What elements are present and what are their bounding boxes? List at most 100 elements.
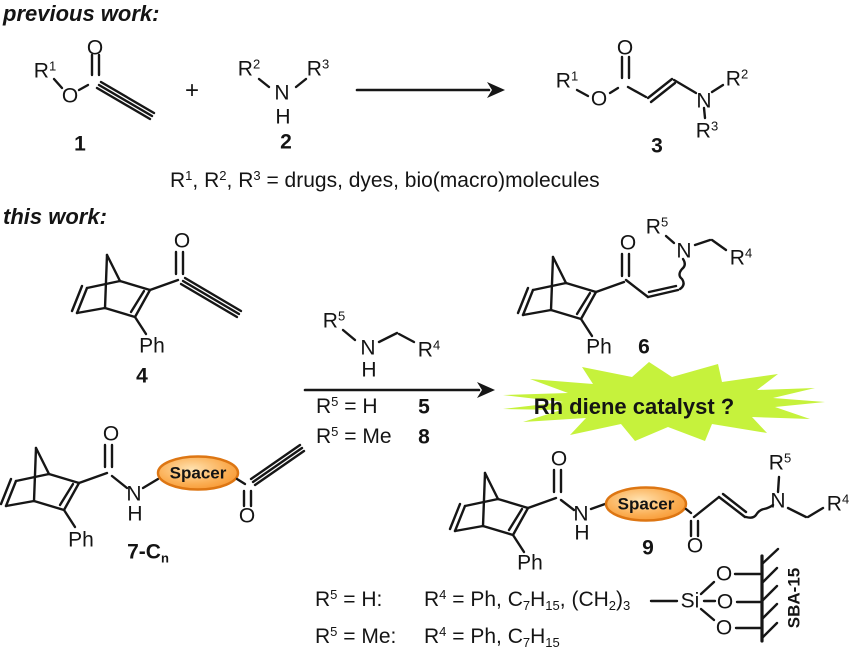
bond (341, 328, 357, 342)
r2-substituent-label: R2 (725, 66, 749, 91)
plus-sign: + (184, 77, 200, 104)
ester-oxygen-label: O (61, 84, 79, 108)
ester-oxygen-label: O (590, 87, 608, 111)
wavy-bond (678, 257, 686, 291)
bond (589, 502, 607, 511)
bond (806, 506, 825, 519)
bond (624, 278, 650, 299)
condition-line-r5-h: R5 = H (316, 393, 378, 418)
surface-hatch (760, 584, 779, 603)
amide-nitrogen-label: N (573, 502, 589, 526)
bond (110, 474, 129, 490)
r5-substituent-label: R5 (645, 214, 669, 239)
double-bond (721, 492, 748, 514)
phenyl-label: Ph (586, 335, 612, 359)
nh-hydrogen-label: H (574, 521, 590, 545)
compound-7-label: 7-Cn (127, 540, 169, 566)
r3-substituent-label: R3 (695, 118, 719, 143)
double-bond (647, 284, 678, 294)
triple-bond (179, 282, 239, 319)
bond (235, 477, 247, 486)
compound-2-structure (257, 77, 308, 89)
bond (559, 498, 576, 512)
enamine-nitrogen-label: N (770, 489, 786, 513)
r1-substituent-label: R1 (555, 68, 579, 93)
ketone-oxygen-label: O (238, 504, 256, 528)
amide-nitrogen-label: N (126, 482, 142, 506)
carbonyl-oxygen-label: O (619, 231, 637, 255)
compound-2-label: 2 (280, 130, 292, 154)
carbonyl-oxygen-label: O (86, 36, 104, 60)
norbornadiene-skeleton (448, 468, 563, 554)
siloxane-oxygen-label: O (716, 590, 734, 614)
norbornadiene-skeleton (516, 252, 631, 338)
previous-work-heading: previous work: (3, 1, 160, 26)
sba-15-support-label: SBA-15 (784, 567, 804, 629)
footnote-r4-values-line1: R4 = Ph, C7H15, (CH2)3 (424, 586, 631, 613)
bond (710, 238, 728, 252)
norbornadiene-skeleton (70, 250, 185, 336)
norbornadiene-skeleton (0, 443, 114, 529)
compound-9-structure (448, 468, 825, 554)
bond (693, 238, 712, 247)
nitrogen-label: N (676, 239, 692, 263)
triple-bond (97, 83, 154, 118)
bond (257, 77, 271, 89)
condition-line-r5-me: R5 = Me (316, 423, 392, 448)
bond (664, 234, 676, 245)
spacer-oval (156, 455, 240, 491)
arrow-head (477, 382, 495, 398)
surface-hatch (760, 547, 780, 566)
triple-bond (181, 279, 241, 316)
nh-hydrogen-label: H (127, 502, 143, 526)
siloxane-oxygen-label: O (715, 562, 733, 586)
phenyl-label: Ph (139, 334, 165, 358)
compound-6-label: 6 (638, 335, 650, 359)
nh-hydrogen-label: H (361, 358, 377, 382)
compound-4-structure (70, 250, 243, 336)
footnote-r5-h: R5 = H: (315, 586, 383, 611)
bond (52, 77, 64, 90)
substituent-scope-note: R1, R2, R3 = drugs, dyes, bio(macro)mole… (170, 167, 600, 192)
triple-bond (251, 446, 304, 484)
bond (575, 88, 590, 98)
triple-bond (253, 449, 306, 487)
footnote-r4-values-line2: R4 = Ph, C7H15 (424, 623, 560, 650)
r4-substituent-label: R4 (826, 491, 850, 516)
nitrogen-label: N (274, 81, 290, 105)
bond (672, 78, 698, 95)
bond (141, 477, 160, 490)
double-bond (646, 288, 680, 299)
bond (710, 83, 725, 94)
amide-oxygen-label: O (550, 447, 568, 471)
compound-3-label: 3 (651, 134, 663, 158)
carbonyl-oxygen-label: O (173, 229, 191, 253)
amide-oxygen-label: O (102, 422, 120, 446)
this-work-heading: this work: (3, 204, 107, 229)
bond (692, 495, 721, 519)
bond (77, 83, 90, 92)
triple-bond (249, 443, 302, 481)
bond (699, 607, 716, 622)
triple-bond (99, 80, 156, 115)
bond (608, 86, 620, 95)
triple-bond (183, 276, 243, 313)
bond (377, 331, 399, 344)
spacer-label: Spacer (169, 463, 227, 483)
siloxane-oxygen-label: O (715, 616, 733, 640)
compound-3-structure (575, 55, 725, 120)
compound-1-structure (52, 53, 156, 121)
phenyl-label: Ph (517, 551, 543, 575)
r3-substituent-label: R3 (306, 56, 330, 81)
compound-6-structure (516, 234, 728, 338)
double-bond (717, 495, 747, 519)
compound-9-label: 9 (642, 536, 654, 560)
bond (776, 475, 781, 494)
r4-substituent-label: R4 (729, 245, 753, 270)
carbonyl-oxygen-label: O (616, 36, 634, 60)
bond (699, 580, 716, 596)
nitrogen-label: N (360, 336, 376, 360)
reaction-arrow-2 (303, 382, 495, 398)
silica-support-structure (649, 547, 780, 643)
